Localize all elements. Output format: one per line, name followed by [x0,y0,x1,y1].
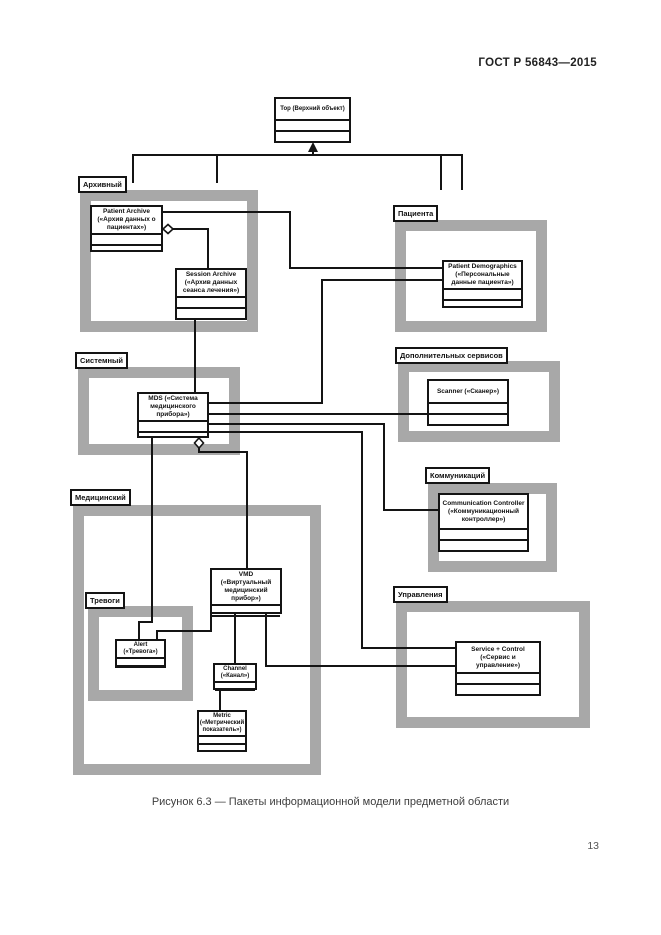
class-metric: Metric («Метрический показатель») [197,710,247,752]
figure-caption: Рисунок 6.3 — Пакеты информационной моде… [151,796,510,808]
class-channel: Channel («Канал») [213,663,257,691]
class-top: Top (Верхний объект) [274,97,351,143]
class-title: Top (Верхний объект) [280,105,345,112]
class-compartment [139,420,207,431]
package-patient-label: Пациента [393,205,439,222]
class-compartment [199,735,245,743]
class-patient-demographics: Patient Demographics («Персональные данн… [442,260,523,308]
class-compartment [457,683,539,694]
class-title: Session Archive («Архив данных сеанса ле… [182,271,240,294]
class-compartment [92,233,161,244]
package-patient-frame [395,220,547,332]
class-compartment [440,528,527,539]
class-compartment [117,657,164,665]
class-session-archive: Session Archive («Архив данных сеанса ле… [175,268,247,320]
class-title: Alert («Тревога») [123,642,158,655]
class-title: Patient Archive («Архив данных о пациент… [97,208,156,231]
class-compartment [139,431,207,442]
class-compartment [276,130,349,141]
class-compartment [444,288,521,299]
class-compartment [212,615,280,626]
package-system-frame [78,367,240,455]
class-patient-archive: Patient Archive («Архив данных о пациент… [90,205,163,252]
package-archival-label: Архивный [78,176,127,193]
page-number: 13 [587,840,599,852]
class-title: Patient Demographics («Персональные данн… [448,263,517,286]
class-title: Metric («Метрический показатель») [199,713,245,733]
class-title: Communication Controller («Коммуникацион… [442,499,525,523]
package-system-label: Системный [75,352,129,369]
class-title: Service + Control («Сервис и управление»… [471,645,525,669]
standard-number: ГОСТ Р 56843—2015 [478,57,597,69]
class-scanner: Scanner («Сканер») [427,379,509,426]
class-compartment [429,402,507,413]
class-compartment [457,672,539,683]
class-service-control: Service + Control («Сервис и управление»… [455,641,541,696]
class-vmd: VMD («Виртуальный медицинский прибор») [210,568,282,617]
class-compartment [117,665,164,673]
class-compartment [429,413,507,424]
package-medical-label: Медицинский [70,489,131,506]
class-title: VMD («Виртуальный медицинский прибор») [220,571,272,602]
class-title: MDS («Система медицинского прибора») [148,395,198,418]
class-compartment [177,296,245,307]
package-alerts-label: Тревоги [85,592,125,609]
class-title: Scanner («Сканер») [436,387,500,395]
up-arrow-icon [308,142,318,152]
class-compartment [276,119,349,130]
class-compartment [92,244,161,255]
class-compartment [215,689,255,697]
package-extended-services-label: Дополнительных сервисов [395,347,508,364]
top-to-packages-connector [132,142,463,190]
class-title: Channel («Канал») [220,666,250,679]
package-control-label: Управления [393,586,448,603]
class-compartment [215,681,255,689]
class-mds: MDS («Система медицинского прибора») [137,392,209,438]
class-compartment [440,539,527,550]
class-compartment [444,299,521,310]
class-compartment [177,307,245,318]
class-communication-controller: Communication Controller («Коммуникацион… [438,493,529,552]
package-communication-label: Коммуникаций [425,467,491,484]
class-compartment [199,743,245,751]
class-compartment [212,604,280,615]
class-alert: Alert («Тревога») [115,639,166,668]
